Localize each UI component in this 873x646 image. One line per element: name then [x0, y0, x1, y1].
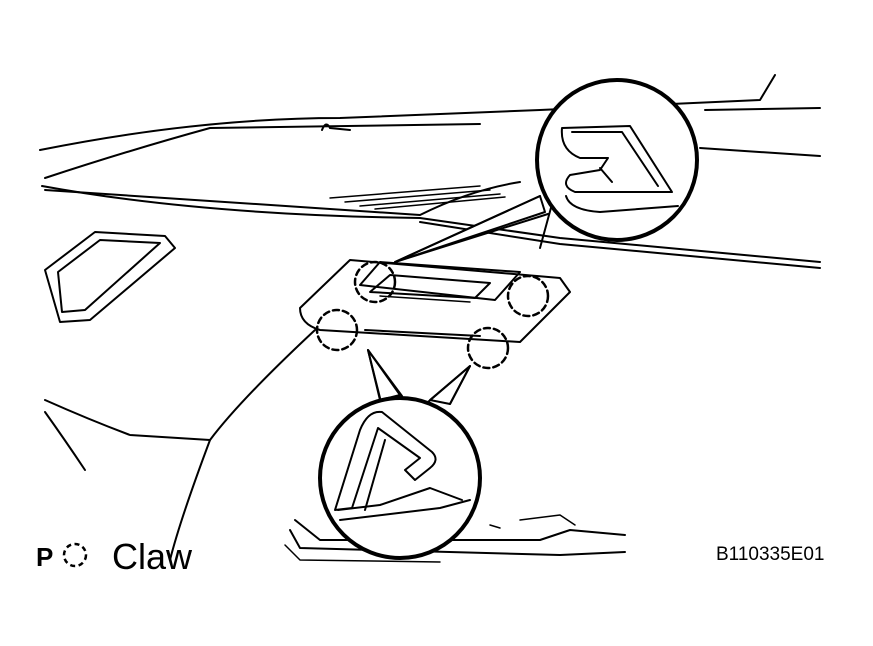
cover-panel [299, 259, 571, 343]
upper-callout-leader [394, 195, 561, 263]
figure-id: B110335E01 [716, 544, 825, 565]
claw-markers [315, 260, 550, 370]
lower-claw-detail [318, 396, 482, 560]
upper-claw-detail [535, 78, 699, 242]
dashed-circle-icon [62, 542, 88, 568]
legend-label: Claw [112, 536, 193, 577]
instrument-panel-outline [39, 74, 821, 563]
lower-callout-leader [367, 349, 471, 405]
legend-symbol-letter: P [36, 542, 54, 572]
